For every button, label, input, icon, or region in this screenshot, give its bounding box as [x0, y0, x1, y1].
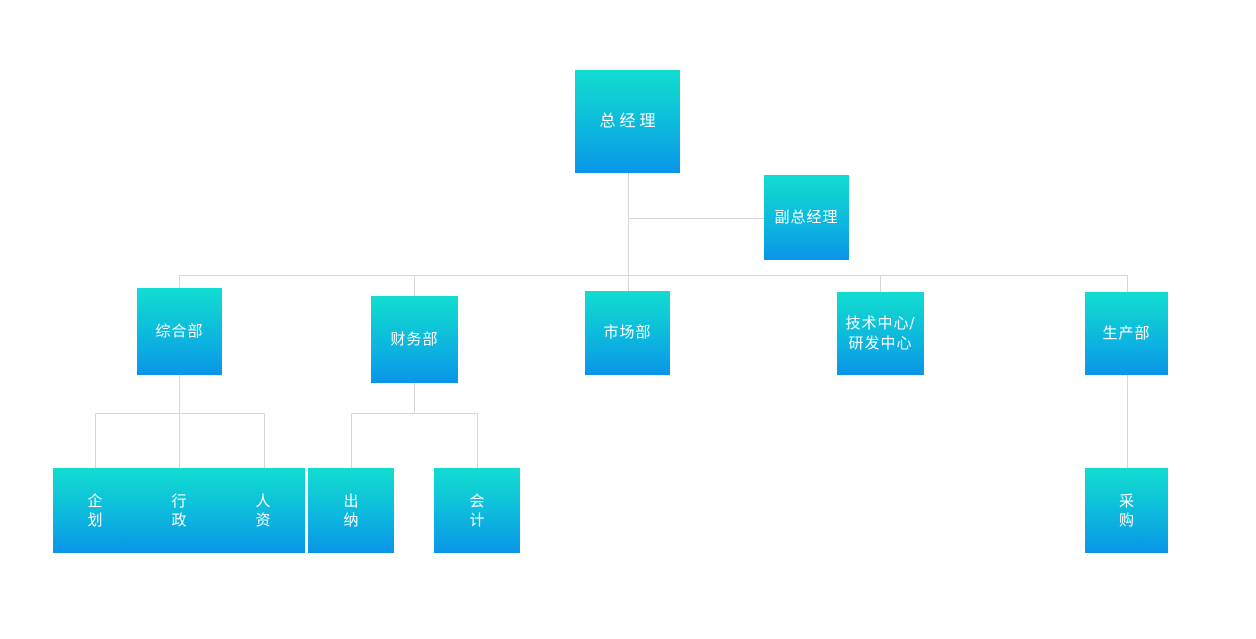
node-accounting[interactable]: 会 计	[434, 468, 520, 553]
connector-root-stem	[628, 173, 629, 289]
connector-drop-human-resources	[264, 413, 265, 469]
node-label-accounting: 会 计	[469, 492, 485, 529]
node-cashier[interactable]: 出 纳	[308, 468, 394, 553]
connector-general-affairs-stem	[179, 375, 180, 414]
node-human-resources[interactable]: 人 资	[221, 468, 305, 553]
connector-drop-tech-rd	[880, 275, 881, 293]
node-general-affairs-dept[interactable]: 综合部	[137, 288, 222, 375]
node-label-production-dept: 生产部	[1102, 323, 1151, 342]
connector-drop-planning	[95, 413, 96, 469]
node-label-marketing-dept: 市场部	[603, 323, 652, 342]
connector-finance-bus	[351, 413, 478, 414]
connector-drop-accounting	[477, 413, 478, 469]
node-label-general-affairs-dept: 综合部	[155, 321, 204, 340]
node-label-general-manager: 总经理	[599, 111, 660, 131]
connector-drop-finance	[414, 275, 415, 297]
node-planning[interactable]: 企 划	[53, 468, 137, 553]
connector-level2-bus	[179, 275, 1127, 276]
connector-drop-cashier	[351, 413, 352, 469]
connector-root-to-deputy	[628, 218, 764, 219]
node-label-procurement: 采 购	[1118, 492, 1134, 529]
connector-drop-production	[1127, 275, 1128, 293]
node-tech-rd-center[interactable]: 技术中心/ 研发中心	[837, 292, 924, 375]
node-procurement[interactable]: 采 购	[1085, 468, 1168, 553]
node-deputy-general-manager[interactable]: 副总经理	[764, 175, 849, 260]
node-label-cashier: 出 纳	[343, 492, 359, 529]
node-finance-dept[interactable]: 财务部	[371, 296, 458, 383]
node-label-administration: 行 政	[171, 492, 187, 529]
connector-drop-administration	[179, 413, 180, 469]
node-general-manager[interactable]: 总经理	[575, 70, 680, 173]
node-label-deputy-general-manager: 副总经理	[774, 207, 839, 226]
node-label-tech-rd-center: 技术中心/ 研发中心	[845, 314, 916, 352]
connector-finance-stem	[414, 383, 415, 414]
connector-general-affairs-bus	[95, 413, 265, 414]
node-label-finance-dept: 财务部	[390, 329, 439, 348]
connector-drop-marketing	[628, 275, 629, 292]
node-label-planning: 企 划	[87, 492, 103, 529]
node-administration[interactable]: 行 政	[137, 468, 221, 553]
node-production-dept[interactable]: 生产部	[1085, 292, 1168, 375]
connector-drop-general-affairs	[179, 275, 180, 289]
node-label-human-resources: 人 资	[255, 492, 271, 529]
node-group-general-affairs-children: 企 划 行 政 人 资	[53, 468, 305, 553]
connector-production-to-procurement	[1127, 375, 1128, 469]
node-marketing-dept[interactable]: 市场部	[585, 291, 670, 375]
